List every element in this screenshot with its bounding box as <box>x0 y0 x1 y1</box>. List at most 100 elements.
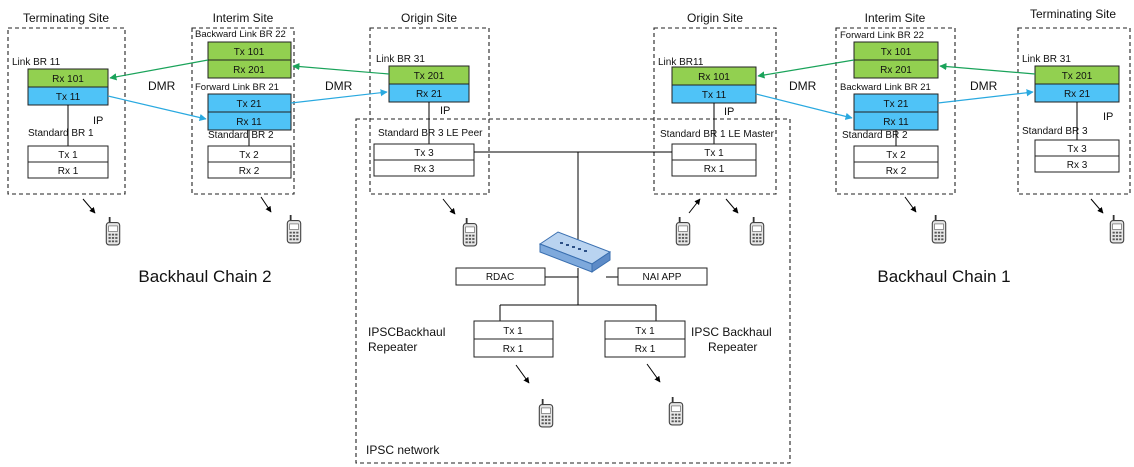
chain1-origin-title: Origin Site <box>687 11 743 25</box>
chain2-origin-rx21-text: Rx 21 <box>416 89 443 100</box>
chain2-interim-tx2-text: Tx 2 <box>239 150 259 161</box>
radio-arrow-chain1-origin-uplink <box>688 198 701 214</box>
chain2-interim-tx101-text: Tx 101 <box>234 47 265 58</box>
chain2-dmr-label-2: DMR <box>325 79 353 93</box>
radio-handset-icon <box>538 399 554 428</box>
ipsc-network-box <box>355 118 791 464</box>
radio-arrow-ipsc-right <box>646 363 661 383</box>
chain2-green-link-origin-to-interim <box>292 62 390 75</box>
chain1-origin-standard-label: Standard BR 1 LE Master <box>660 129 775 140</box>
chain1-origin-tx11-text: Tx 11 <box>702 90 727 101</box>
ipsc-left-repeater-label-1: IPSCBackhaul <box>368 325 445 339</box>
ipsc-right-repeater-rx-text: Rx 1 <box>635 344 656 355</box>
chain1-terminating-rx21-text: Rx 21 <box>1064 89 1091 100</box>
chain1-label: Backhaul Chain 1 <box>877 267 1010 286</box>
chain2-interim-rx201-text: Rx 201 <box>233 65 265 76</box>
chain2-interim-tx21-text: Tx 21 <box>236 99 261 110</box>
network-switch-icon <box>538 231 612 273</box>
chain1-interim-standard-label: Standard BR 2 <box>842 130 908 141</box>
chain2-origin-rx3-cell <box>373 159 475 177</box>
radio-handset-icon <box>675 217 691 246</box>
rdac-label: RDAC <box>486 272 514 283</box>
chain1-origin-rx1-text: Rx 1 <box>704 164 725 175</box>
rdac-box <box>455 267 546 286</box>
chain1-interim-tx101-text: Tx 101 <box>881 47 912 58</box>
chain2-terminating-link-label: Link BR 11 <box>12 57 61 68</box>
chain1-interim-title: Interim Site <box>865 11 926 25</box>
chain2-terminating-rx1-text: Rx 1 <box>58 166 79 177</box>
chain1-terminating-ip-label: IP <box>1103 111 1113 123</box>
chain1-interim-rx201-text: Rx 201 <box>880 65 912 76</box>
chain1-terminating-rx3-text: Rx 3 <box>1067 160 1088 171</box>
chain1-dmr-label-2: DMR <box>970 79 998 93</box>
chain1-terminating-standard-label: Standard BR 3 <box>1022 126 1088 137</box>
radio-arrow-chain1-terminating <box>1090 198 1104 214</box>
chain2-interim-rx11-text: Rx 11 <box>236 117 262 128</box>
chain2-interim-rx201-cell <box>207 59 292 79</box>
chain1-interim-rx201-cell <box>853 59 939 79</box>
radio-handset-icon <box>1109 215 1125 244</box>
chain2-blue-link-interim-to-origin <box>290 89 388 104</box>
chain1-terminating-site-box <box>1017 27 1131 195</box>
chain1-terminating-title: Terminating Site <box>1030 7 1116 21</box>
chain2-blue-link-terminating-to-interim <box>107 95 207 122</box>
chain1-dmr-label-1: DMR <box>789 79 817 93</box>
chain1-interim-rx2-text: Rx 2 <box>886 166 907 177</box>
ipsc-left-repeater-label-2: Repeater <box>368 340 417 354</box>
chain2-interim-rx2-text: Rx 2 <box>239 166 260 177</box>
ipsc-left-repeater-rx-text: Rx 1 <box>503 344 524 355</box>
chain2-origin-title: Origin Site <box>401 11 457 25</box>
chain1-origin-rx101-text: Rx 101 <box>698 72 730 83</box>
radio-arrow-chain1-origin-downlink <box>725 198 739 214</box>
chain2-terminating-tx11-text: Tx 11 <box>56 92 81 103</box>
chain1-origin-tx1-text: Tx 1 <box>704 148 724 159</box>
chain2-interim-site-box <box>191 27 295 195</box>
radio-handset-icon <box>462 218 478 247</box>
chain2-interim-backward-label: Backward Link BR 22 <box>195 29 286 40</box>
chain1-interim-tx2-text: Tx 2 <box>886 150 906 161</box>
chain1-terminating-link-label: Link BR 31 <box>1022 54 1071 65</box>
chain1-terminating-rx3-cell <box>1034 155 1120 173</box>
radio-arrow-chain2-origin <box>442 198 456 215</box>
chain1-terminating-tx3-text: Tx 3 <box>1067 144 1087 155</box>
chain2-terminating-rx101-text: Rx 101 <box>52 74 84 85</box>
chain1-origin-ip-label: IP <box>724 106 734 118</box>
radio-handset-icon <box>749 217 765 246</box>
chain1-terminating-tx201-text: Tx 201 <box>1062 71 1093 82</box>
radio-handset-icon <box>105 217 121 246</box>
ipsc-right-repeater-label-1: IPSC Backhaul <box>691 325 772 339</box>
chain2-terminating-standard-label: Standard BR 1 <box>28 128 94 139</box>
radio-handset-icon <box>668 397 684 426</box>
chain1-origin-link-label: Link BR11 <box>658 57 704 68</box>
chain2-terminating-title: Terminating Site <box>23 11 109 25</box>
chain2-label: Backhaul Chain 2 <box>138 267 271 286</box>
chain1-interim-forward-label: Forward Link BR 22 <box>840 30 924 41</box>
chain2-interim-title: Interim Site <box>213 11 274 25</box>
ipsc-right-repeater-label-2: Repeater <box>708 340 757 354</box>
chain2-terminating-ip-label: IP <box>93 115 103 127</box>
chain2-origin-site-box <box>369 27 490 195</box>
ipsc-left-repeater-tx-text: Tx 1 <box>503 326 523 337</box>
ipsc-right-repeater-rx-cell <box>604 338 686 358</box>
ipsc-left-repeater-rx-cell <box>473 338 554 358</box>
radio-arrow-ipsc-left <box>515 364 530 384</box>
chain1-blue-link-interim-to-terminating <box>937 89 1034 104</box>
chain2-origin-tx201-text: Tx 201 <box>414 71 445 82</box>
chain2-terminating-tx1-text: Tx 1 <box>58 150 78 161</box>
chain2-origin-ip-label: IP <box>440 105 450 117</box>
chain2-terminating-rx1-cell <box>27 161 109 179</box>
chain1-interim-site-box <box>835 27 956 195</box>
chain2-interim-rx2-cell <box>207 161 292 179</box>
radio-arrow-chain2-terminating <box>82 198 96 214</box>
chain1-interim-backward-label: Backward Link BR 21 <box>840 82 931 93</box>
ipsc-network-label: IPSC network <box>366 443 440 457</box>
chain2-interim-forward-label: Forward Link BR 21 <box>195 82 279 93</box>
nai-app-box <box>617 267 708 286</box>
chain1-blue-link-origin-to-interim <box>755 93 853 120</box>
chain1-interim-rx11-text: Rx 11 <box>883 117 909 128</box>
chain1-origin-rx1-cell <box>671 159 757 177</box>
ipsc-right-repeater-tx-text: Tx 1 <box>635 326 655 337</box>
chain2-origin-standard-label: Standard BR 3 LE Peer <box>378 128 483 139</box>
radio-handset-icon <box>931 215 947 244</box>
